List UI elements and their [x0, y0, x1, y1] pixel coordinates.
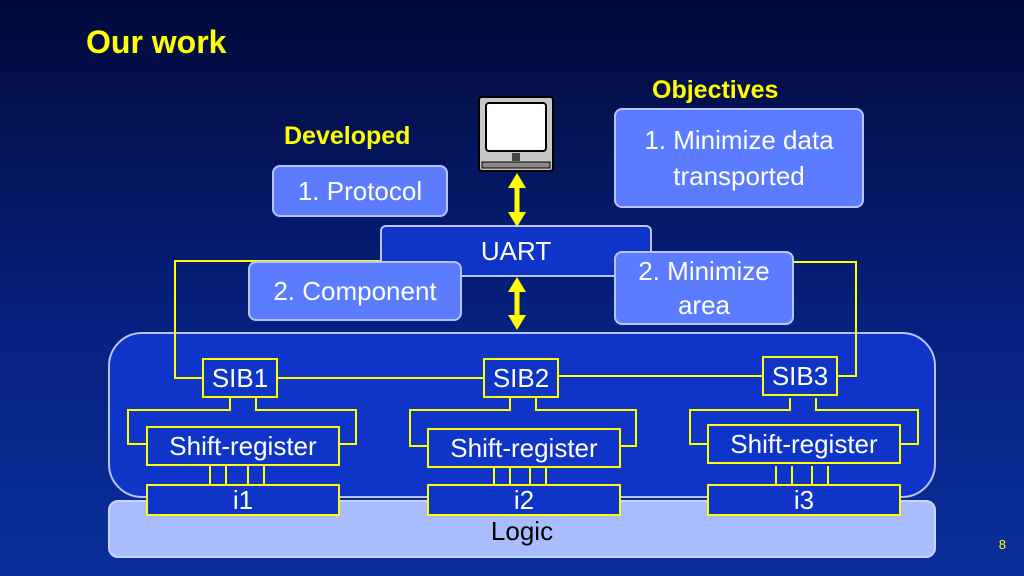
objective-2-line2: area	[677, 290, 731, 320]
objective-minimize-area: 2. Minimize area	[614, 251, 794, 325]
developed-heading: Developed	[284, 122, 411, 150]
shift-register-3: Shift-register	[707, 424, 901, 464]
objectives-heading: Objectives	[652, 76, 779, 104]
double-arrow-icon	[508, 277, 526, 330]
page-number: 8	[998, 537, 1006, 552]
shift-register-1: Shift-register	[146, 426, 340, 466]
shift-register-2: Shift-register	[427, 428, 621, 468]
instrument-i3: i3	[707, 484, 901, 516]
sib-3: SIB3	[762, 356, 838, 396]
developed-item-protocol: 1. Protocol	[272, 165, 448, 217]
computer-icon	[477, 96, 556, 174]
instrument-i1: i1	[146, 484, 340, 516]
objective-1-line2: transported	[673, 161, 805, 191]
double-arrow-icon	[508, 173, 526, 227]
sib-1: SIB1	[202, 358, 278, 398]
sib-2: SIB2	[483, 358, 559, 398]
slide-title: Our work	[86, 24, 227, 60]
objective-1-line1: 1. Minimize data	[644, 125, 834, 155]
developed-item-component: 2. Component	[248, 261, 462, 321]
objective-minimize-data: 1. Minimize data transported	[614, 108, 864, 208]
instrument-i2: i2	[427, 484, 621, 516]
objective-2-line1: 2. Minimize	[638, 256, 770, 286]
